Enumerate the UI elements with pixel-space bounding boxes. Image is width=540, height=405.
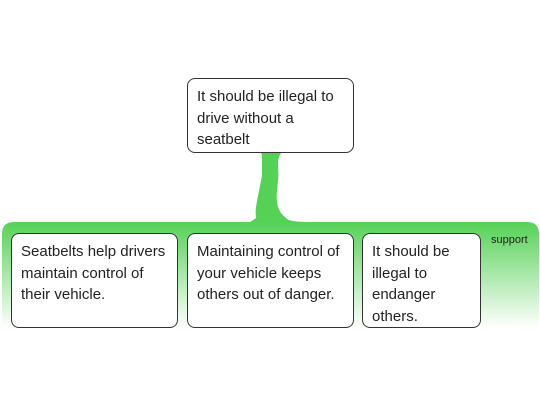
reason-text: Seatbelts help drivers maintain control …: [21, 243, 166, 303]
reason-box[interactable]: Seatbelts help drivers maintain control …: [11, 233, 178, 328]
reason-text: Maintaining control of your vehicle keep…: [197, 243, 340, 303]
claim-text: It should be illegal to drive without a …: [197, 88, 334, 148]
reason-text: It should be illegal to endanger others.: [372, 243, 450, 325]
claim-box[interactable]: It should be illegal to drive without a …: [187, 78, 354, 153]
group-label: support: [491, 234, 528, 246]
reason-box[interactable]: Maintaining control of your vehicle keep…: [187, 233, 354, 328]
reason-box[interactable]: It should be illegal to endanger others.: [362, 233, 481, 328]
